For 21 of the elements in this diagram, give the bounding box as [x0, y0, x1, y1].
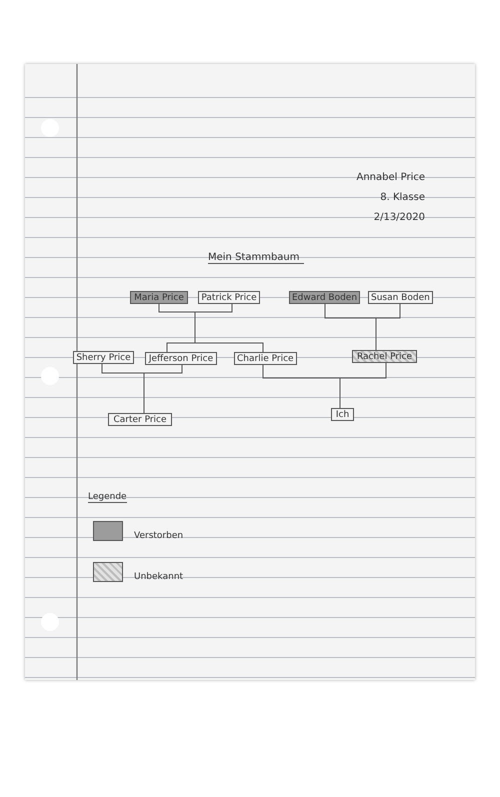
- person-box: Jefferson Price: [145, 352, 217, 365]
- date-label: 2/13/2020: [374, 212, 425, 223]
- person-box: Edward Boden: [289, 291, 360, 304]
- legend-heading: Legende: [88, 492, 127, 503]
- family-line: [376, 304, 400, 350]
- legend-label: Verstorben: [134, 531, 184, 541]
- class-label: 8. Klasse: [380, 192, 425, 203]
- person-box: Rachel Price: [352, 350, 417, 363]
- family-line: [194, 304, 264, 352]
- person-box: Ich: [331, 408, 354, 421]
- person-box: Sherry Price: [73, 351, 134, 364]
- diagram-title: Mein Stammbaum: [208, 252, 304, 264]
- family-line: [340, 362, 386, 408]
- person-box: Carter Price: [108, 413, 172, 426]
- legend-label: Unbekannt: [134, 572, 184, 582]
- author-name: Annabel Price: [356, 172, 425, 183]
- person-box: Patrick Price: [198, 291, 260, 304]
- person-box: Susan Boden: [368, 291, 433, 304]
- family-line: [144, 364, 182, 414]
- person-box: Maria Price: [130, 291, 188, 304]
- person-box: Charlie Price: [234, 352, 297, 365]
